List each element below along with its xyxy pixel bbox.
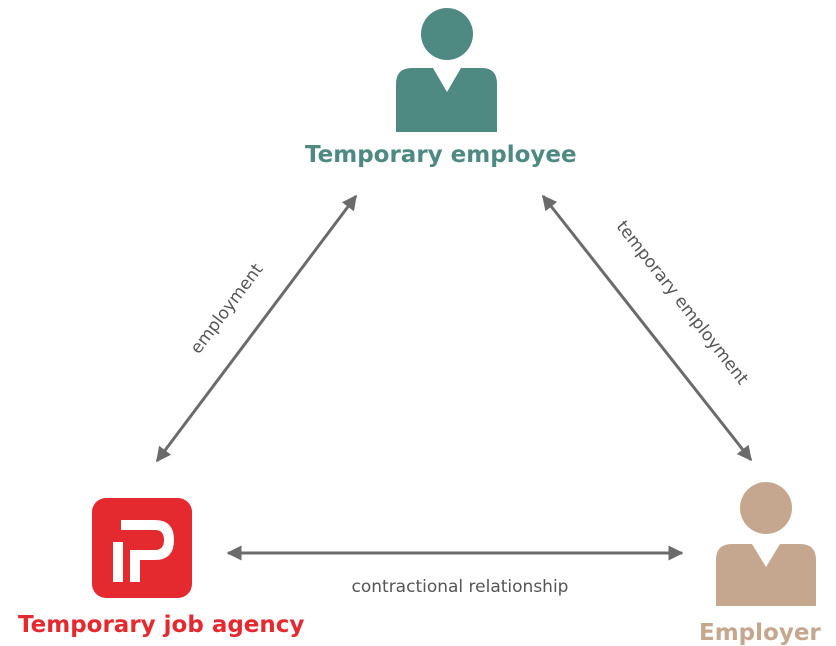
employee-label: Temporary employee — [305, 142, 577, 168]
employer-label: Employer — [699, 620, 821, 646]
employee-person-icon — [396, 8, 497, 132]
contract-edge-label: contractional relationship — [352, 577, 569, 597]
agency-logo-icon — [92, 498, 192, 598]
temporary-employment-edge-label: temporary employment — [612, 217, 752, 389]
temporary-employment-arrow — [541, 194, 753, 462]
employment-arrow — [155, 194, 358, 463]
agency-label: Temporary job agency — [18, 612, 305, 638]
employment-edge-label: employment — [187, 260, 268, 358]
employer-person-icon — [716, 482, 816, 606]
